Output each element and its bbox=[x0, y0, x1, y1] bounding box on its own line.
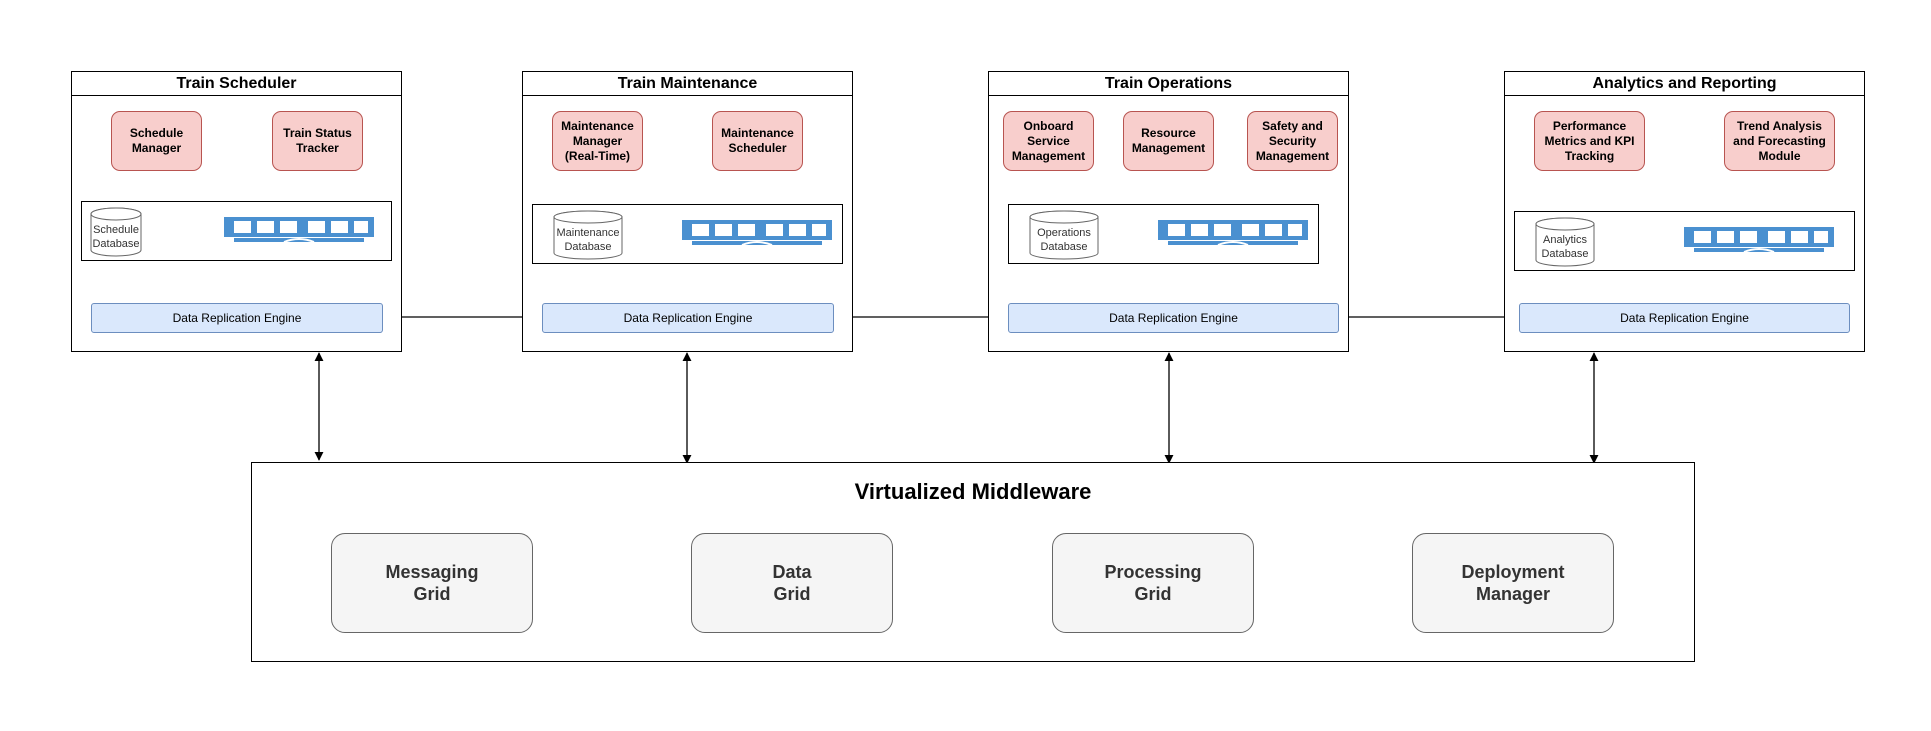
panel-train-maintenance: Train Maintenance Maintenance Manager (R… bbox=[522, 71, 853, 352]
message-bus-icon bbox=[1158, 220, 1308, 246]
component-onboard-service-management[interactable]: Onboard Service Management bbox=[1003, 111, 1094, 171]
database-cylinder-icon bbox=[1029, 210, 1099, 260]
database-label: Maintenance Database bbox=[556, 227, 620, 253]
panel-title: Train Scheduler bbox=[72, 72, 401, 96]
panel-train-operations: Train Operations Onboard Service Managem… bbox=[988, 71, 1349, 352]
database-label: Analytics Database bbox=[1541, 234, 1589, 260]
panel-title: Analytics and Reporting bbox=[1505, 72, 1864, 96]
database-label: Operations Database bbox=[1037, 227, 1091, 253]
panel-train-scheduler: Train Scheduler Schedule Manager Train S… bbox=[71, 71, 402, 352]
panel-analytics-reporting: Analytics and Reporting Performance Metr… bbox=[1504, 71, 1865, 352]
message-bus-icon bbox=[682, 220, 832, 246]
message-bus-icon bbox=[1684, 227, 1834, 253]
data-replication-engine[interactable]: Data Replication Engine bbox=[1008, 303, 1339, 333]
processing-grid[interactable]: Processing Grid bbox=[1052, 533, 1254, 633]
panel-title: Train Maintenance bbox=[523, 72, 852, 96]
data-grid[interactable]: Data Grid bbox=[691, 533, 893, 633]
data-replication-engine[interactable]: Data Replication Engine bbox=[91, 303, 383, 333]
database-cylinder-icon bbox=[553, 210, 623, 260]
component-maintenance-scheduler[interactable]: Maintenance Scheduler bbox=[712, 111, 803, 171]
message-bus-icon bbox=[224, 217, 374, 243]
virtualized-middleware: Virtualized Middleware Messaging Grid Da… bbox=[251, 462, 1695, 662]
component-safety-security-management[interactable]: Safety and Security Management bbox=[1247, 111, 1338, 171]
database-cylinder-icon bbox=[90, 207, 142, 257]
panel-title: Train Operations bbox=[989, 72, 1348, 96]
database-label: Schedule Database bbox=[92, 224, 140, 250]
data-replication-engine[interactable]: Data Replication Engine bbox=[542, 303, 834, 333]
component-train-status-tracker[interactable]: Train Status Tracker bbox=[272, 111, 363, 171]
deployment-manager[interactable]: Deployment Manager bbox=[1412, 533, 1614, 633]
component-schedule-manager[interactable]: Schedule Manager bbox=[111, 111, 202, 171]
middleware-title: Virtualized Middleware bbox=[854, 479, 1092, 504]
data-replication-engine[interactable]: Data Replication Engine bbox=[1519, 303, 1850, 333]
component-resource-management[interactable]: Resource Management bbox=[1123, 111, 1214, 171]
component-trend-analysis[interactable]: Trend Analysis and Forecasting Module bbox=[1724, 111, 1835, 171]
component-performance-metrics[interactable]: Performance Metrics and KPI Tracking bbox=[1534, 111, 1645, 171]
database-cylinder-icon bbox=[1535, 217, 1595, 267]
component-maintenance-manager[interactable]: Maintenance Manager (Real-Time) bbox=[552, 111, 643, 171]
messaging-grid[interactable]: Messaging Grid bbox=[331, 533, 533, 633]
